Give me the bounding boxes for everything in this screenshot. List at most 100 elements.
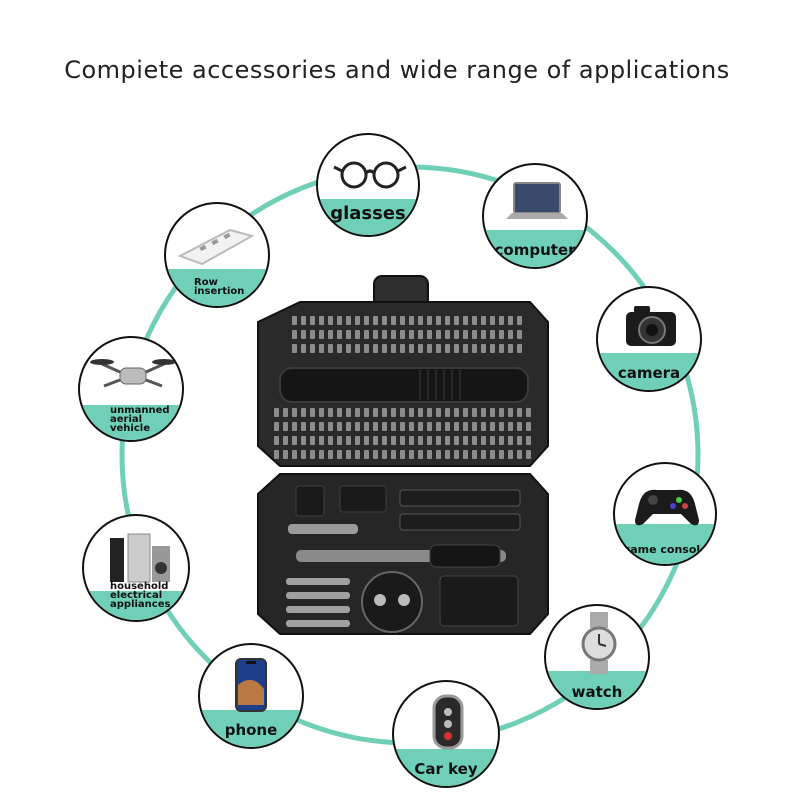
bit-slot	[517, 408, 522, 417]
bit-slot	[436, 344, 441, 353]
label-computer: computer	[494, 241, 576, 259]
bit-slot	[274, 436, 279, 445]
bit-slot	[472, 344, 477, 353]
bit-slot	[328, 408, 333, 417]
bit-slot	[490, 316, 495, 325]
bit-slot	[310, 422, 315, 431]
bit-slot	[472, 422, 477, 431]
bit-slot	[481, 422, 486, 431]
bit-slot	[346, 316, 351, 325]
bit-slot	[283, 436, 288, 445]
bit-slot	[292, 408, 297, 417]
bit-slot	[463, 422, 468, 431]
label-watch: watch	[571, 683, 623, 701]
bit-slot	[472, 408, 477, 417]
bit-slot	[328, 344, 333, 353]
bit-slot	[409, 422, 414, 431]
bit-slot	[292, 422, 297, 431]
bit-slot	[454, 436, 459, 445]
bit-slot	[310, 316, 315, 325]
bit-slot	[400, 422, 405, 431]
bit-slot	[301, 408, 306, 417]
bit-slot	[526, 450, 531, 459]
bit-slot	[463, 408, 468, 417]
bit-slot	[472, 330, 477, 339]
bit-slot	[337, 316, 342, 325]
bit-slot	[328, 450, 333, 459]
bit-slot	[310, 344, 315, 353]
bit-slot	[508, 330, 513, 339]
bit-slot	[400, 316, 405, 325]
bit-slot	[328, 422, 333, 431]
bit-slot	[427, 422, 432, 431]
bit-slot	[364, 450, 369, 459]
bit-slot	[346, 330, 351, 339]
bit-slot	[283, 422, 288, 431]
gamepad-icon	[635, 489, 699, 526]
bit-slot	[355, 316, 360, 325]
bit-slot	[283, 450, 288, 459]
camera-icon	[626, 306, 676, 346]
bit-slot	[301, 422, 306, 431]
appliances-icon	[110, 533, 170, 583]
bit-slot	[337, 330, 342, 339]
bit-slot	[382, 408, 387, 417]
bit-slot	[400, 450, 405, 459]
bit-slot	[463, 330, 468, 339]
bit-slot	[409, 408, 414, 417]
label-car-key: Car key	[414, 760, 478, 778]
bit-rows-top	[292, 316, 522, 353]
bit-slot	[400, 330, 405, 339]
bit-slot	[517, 436, 522, 445]
bit-slot	[418, 436, 423, 445]
bit-slot	[364, 344, 369, 353]
bit-slot	[481, 316, 486, 325]
bit-slot	[454, 422, 459, 431]
bit-slot	[445, 344, 450, 353]
label-household-appliances: household electrical appliances	[110, 581, 171, 610]
label-glasses: glasses	[330, 203, 406, 224]
bit-slot	[319, 344, 324, 353]
bit-slot	[490, 344, 495, 353]
bit-slot	[481, 330, 486, 339]
bit-slot	[382, 316, 387, 325]
app-badge-computer: computer	[482, 163, 588, 269]
bit-slot	[382, 436, 387, 445]
bit-slot	[445, 330, 450, 339]
bit-slot	[337, 450, 342, 459]
bit-slot	[391, 408, 396, 417]
bit-slot	[454, 408, 459, 417]
bit-slot	[346, 450, 351, 459]
bit-slot	[508, 436, 513, 445]
bit-slot	[382, 344, 387, 353]
bit-slot	[454, 316, 459, 325]
bit-slot	[445, 436, 450, 445]
bit-slot	[337, 422, 342, 431]
bit-slot	[319, 450, 324, 459]
bit-slot	[481, 344, 486, 353]
glasses-icon	[333, 161, 407, 189]
bit-slot	[517, 344, 522, 353]
bit-slot	[301, 330, 306, 339]
bit-slot	[301, 316, 306, 325]
bit-slot	[373, 344, 378, 353]
bit-slot	[355, 436, 360, 445]
bit-slot	[355, 344, 360, 353]
bit-slot	[472, 450, 477, 459]
bit-slot	[499, 344, 504, 353]
app-badge-camera: camera	[596, 286, 702, 392]
bit-slot	[517, 422, 522, 431]
bit-slot	[508, 450, 513, 459]
bit-slot	[364, 408, 369, 417]
bit-slot	[373, 408, 378, 417]
app-badge-row-insertion: Row insertion	[164, 202, 270, 308]
bit-slot	[454, 344, 459, 353]
bit-slot	[436, 330, 441, 339]
bit-slot	[328, 436, 333, 445]
bit-slot	[508, 316, 513, 325]
bit-slot	[517, 330, 522, 339]
bit-slot	[301, 344, 306, 353]
bit-slot	[292, 436, 297, 445]
bit-slot	[364, 436, 369, 445]
bit-rows-bottom	[274, 408, 531, 459]
